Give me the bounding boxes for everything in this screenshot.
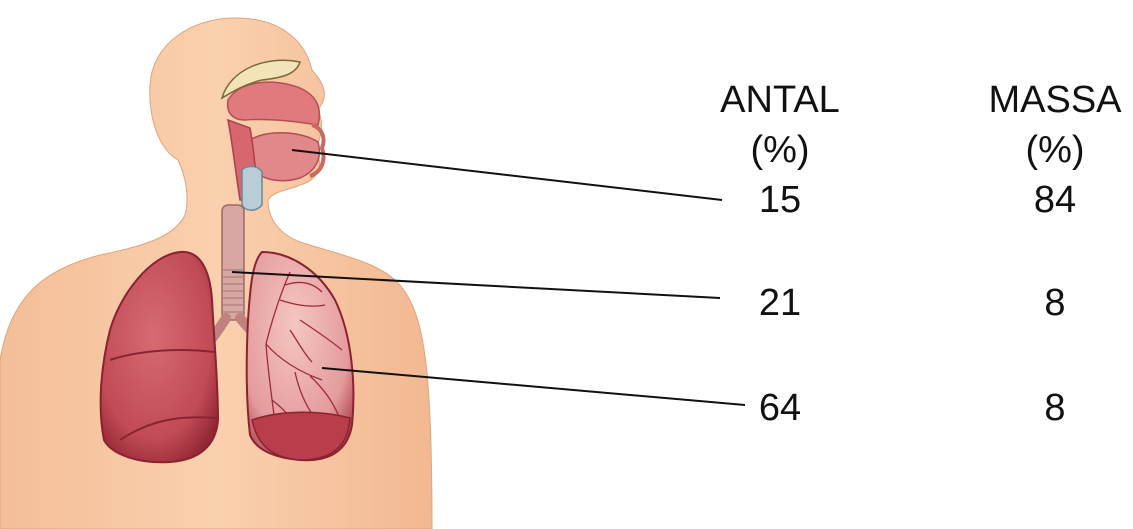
antal-value-bronchi: 21 [710, 280, 850, 326]
massa-value-bronchi: 8 [985, 280, 1125, 326]
massa-column-header: MASSA (%) [985, 75, 1125, 175]
antal-header-title: ANTAL [710, 75, 850, 125]
trachea [222, 205, 244, 320]
antal-value-alveoli: 64 [710, 385, 850, 431]
massa-header-title: MASSA [985, 75, 1125, 125]
body-silhouette [0, 18, 432, 529]
massa-value-upper-airways: 84 [985, 177, 1125, 223]
antal-header-unit: (%) [710, 125, 850, 175]
antal-value-upper-airways: 15 [710, 177, 850, 223]
larynx [242, 166, 262, 210]
antal-column-header: ANTAL (%) [710, 75, 850, 175]
leader-line-upper-airways [292, 150, 722, 200]
massa-header-unit: (%) [985, 125, 1125, 175]
massa-value-alveoli: 8 [985, 385, 1125, 431]
